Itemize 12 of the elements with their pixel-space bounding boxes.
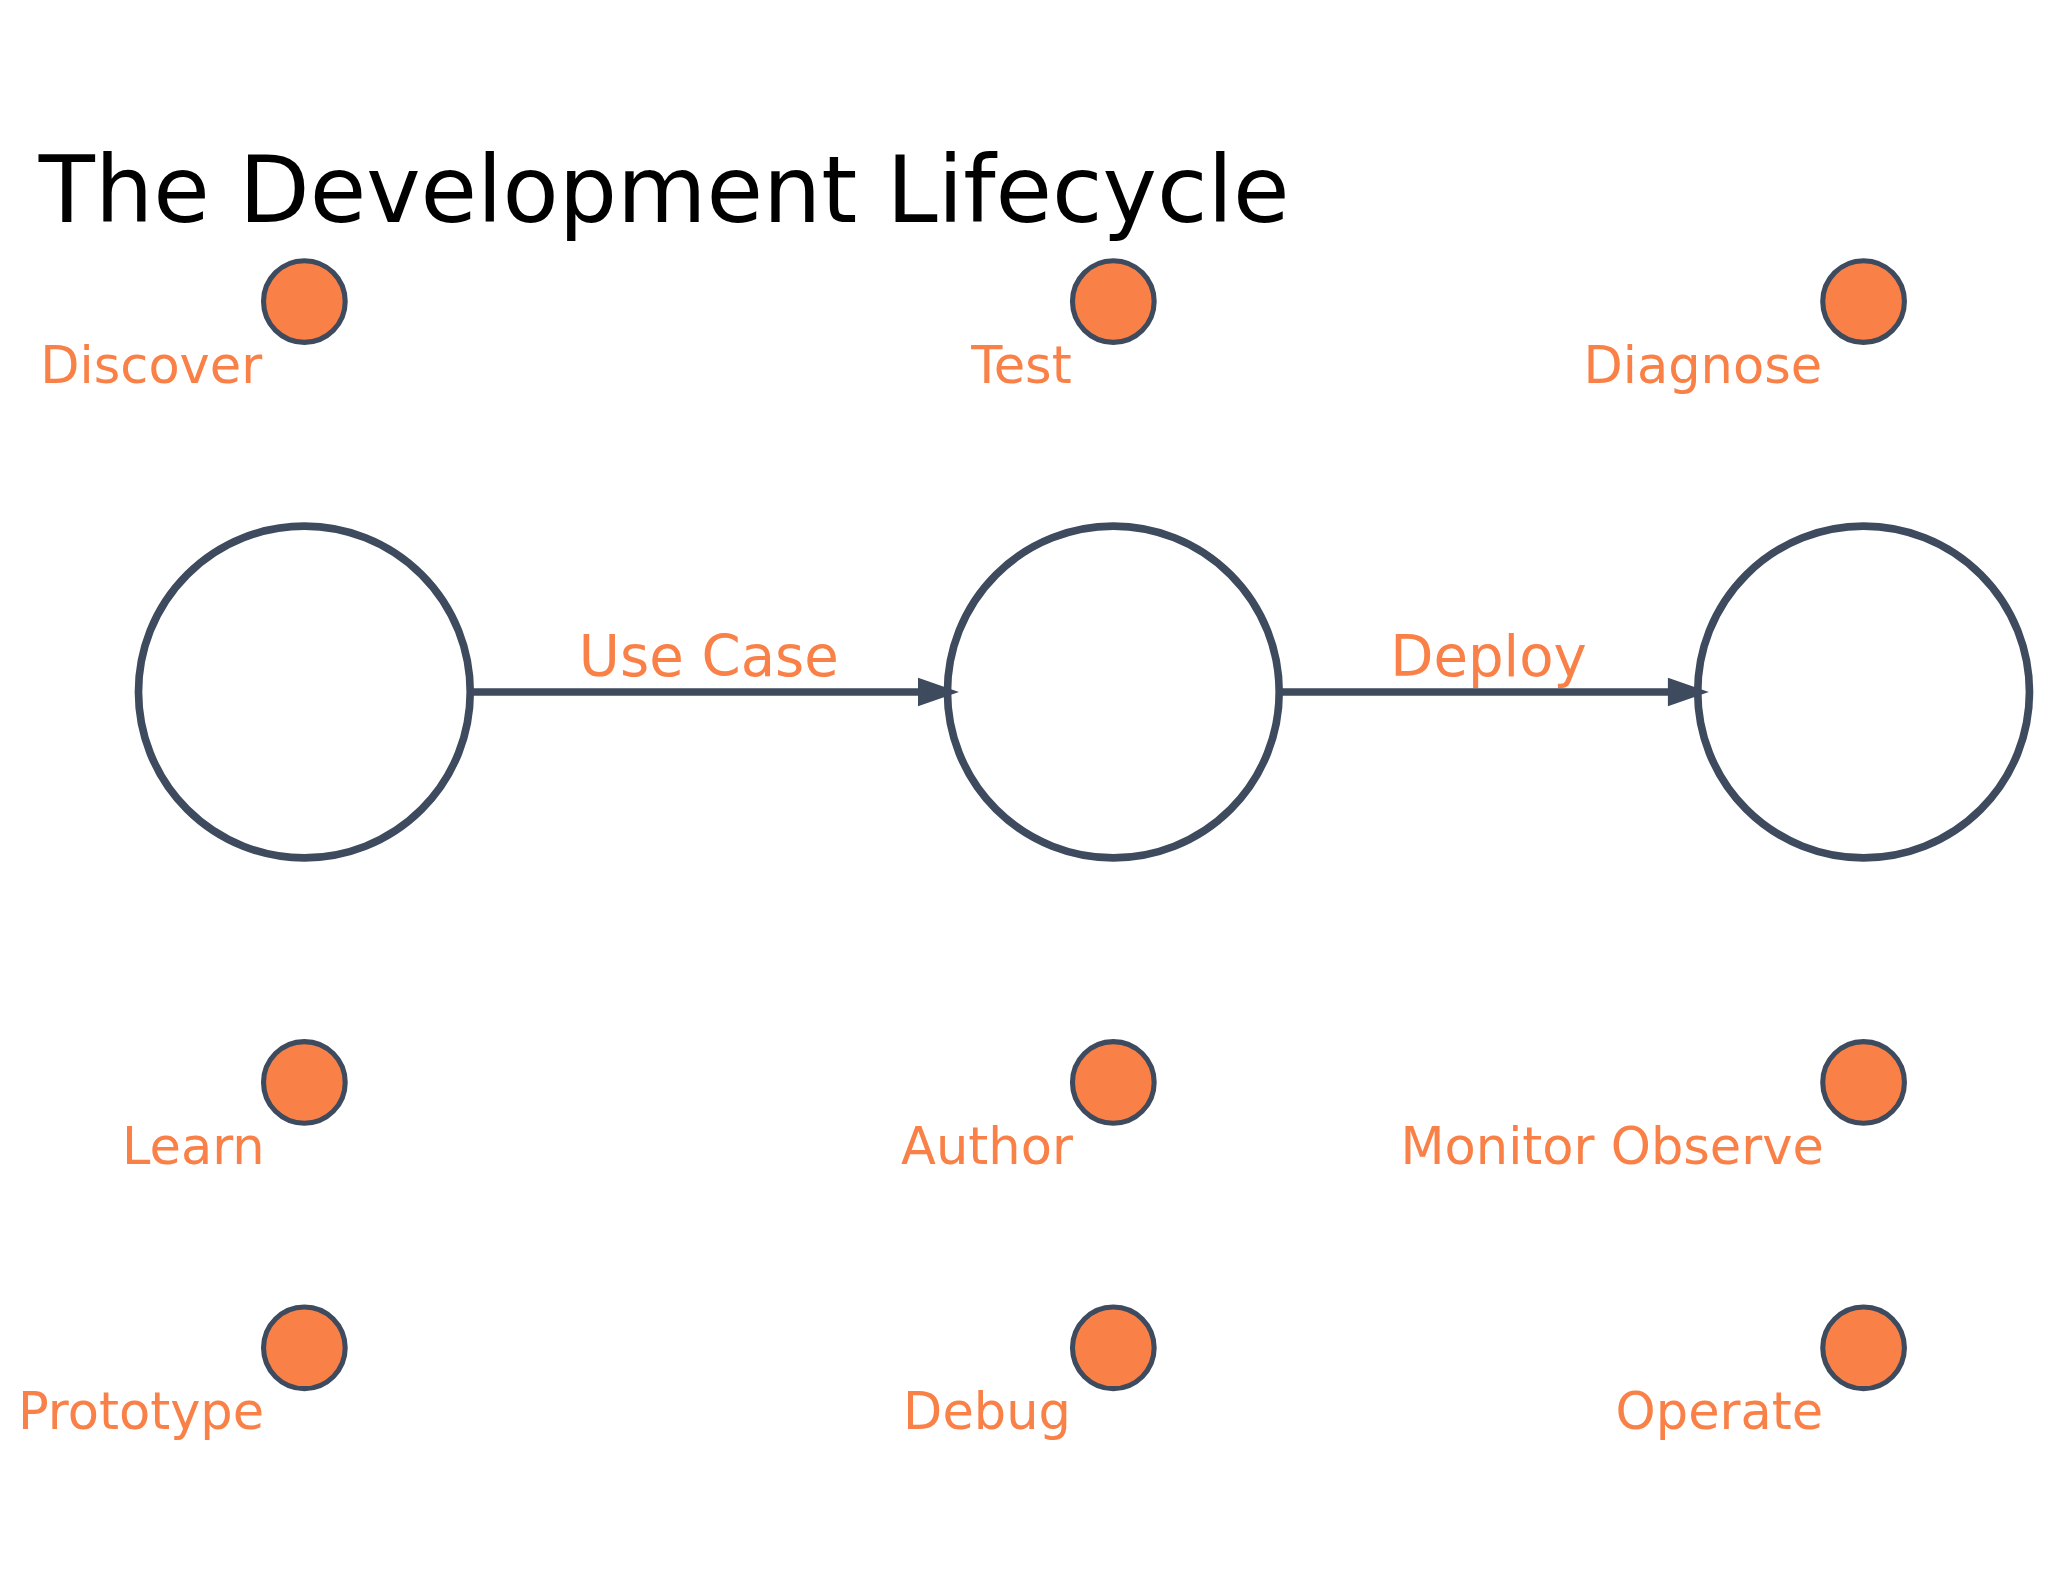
node-label: Author: [901, 1116, 1073, 1176]
node-label: Learn: [122, 1116, 265, 1176]
node-label: Debug: [903, 1381, 1071, 1441]
node-label: Discover: [40, 335, 263, 395]
node-label: Operate: [1615, 1381, 1824, 1441]
node-label: Test: [971, 335, 1072, 395]
node-label: Diagnose: [1583, 335, 1823, 395]
node-label: Prototype: [17, 1381, 265, 1441]
edge-label: Deploy: [1390, 623, 1587, 689]
diagram-title: The Development Lifecycle: [38, 136, 1290, 244]
node-label: Monitor Observe: [1400, 1116, 1824, 1176]
edge-label: Use Case: [578, 623, 839, 689]
